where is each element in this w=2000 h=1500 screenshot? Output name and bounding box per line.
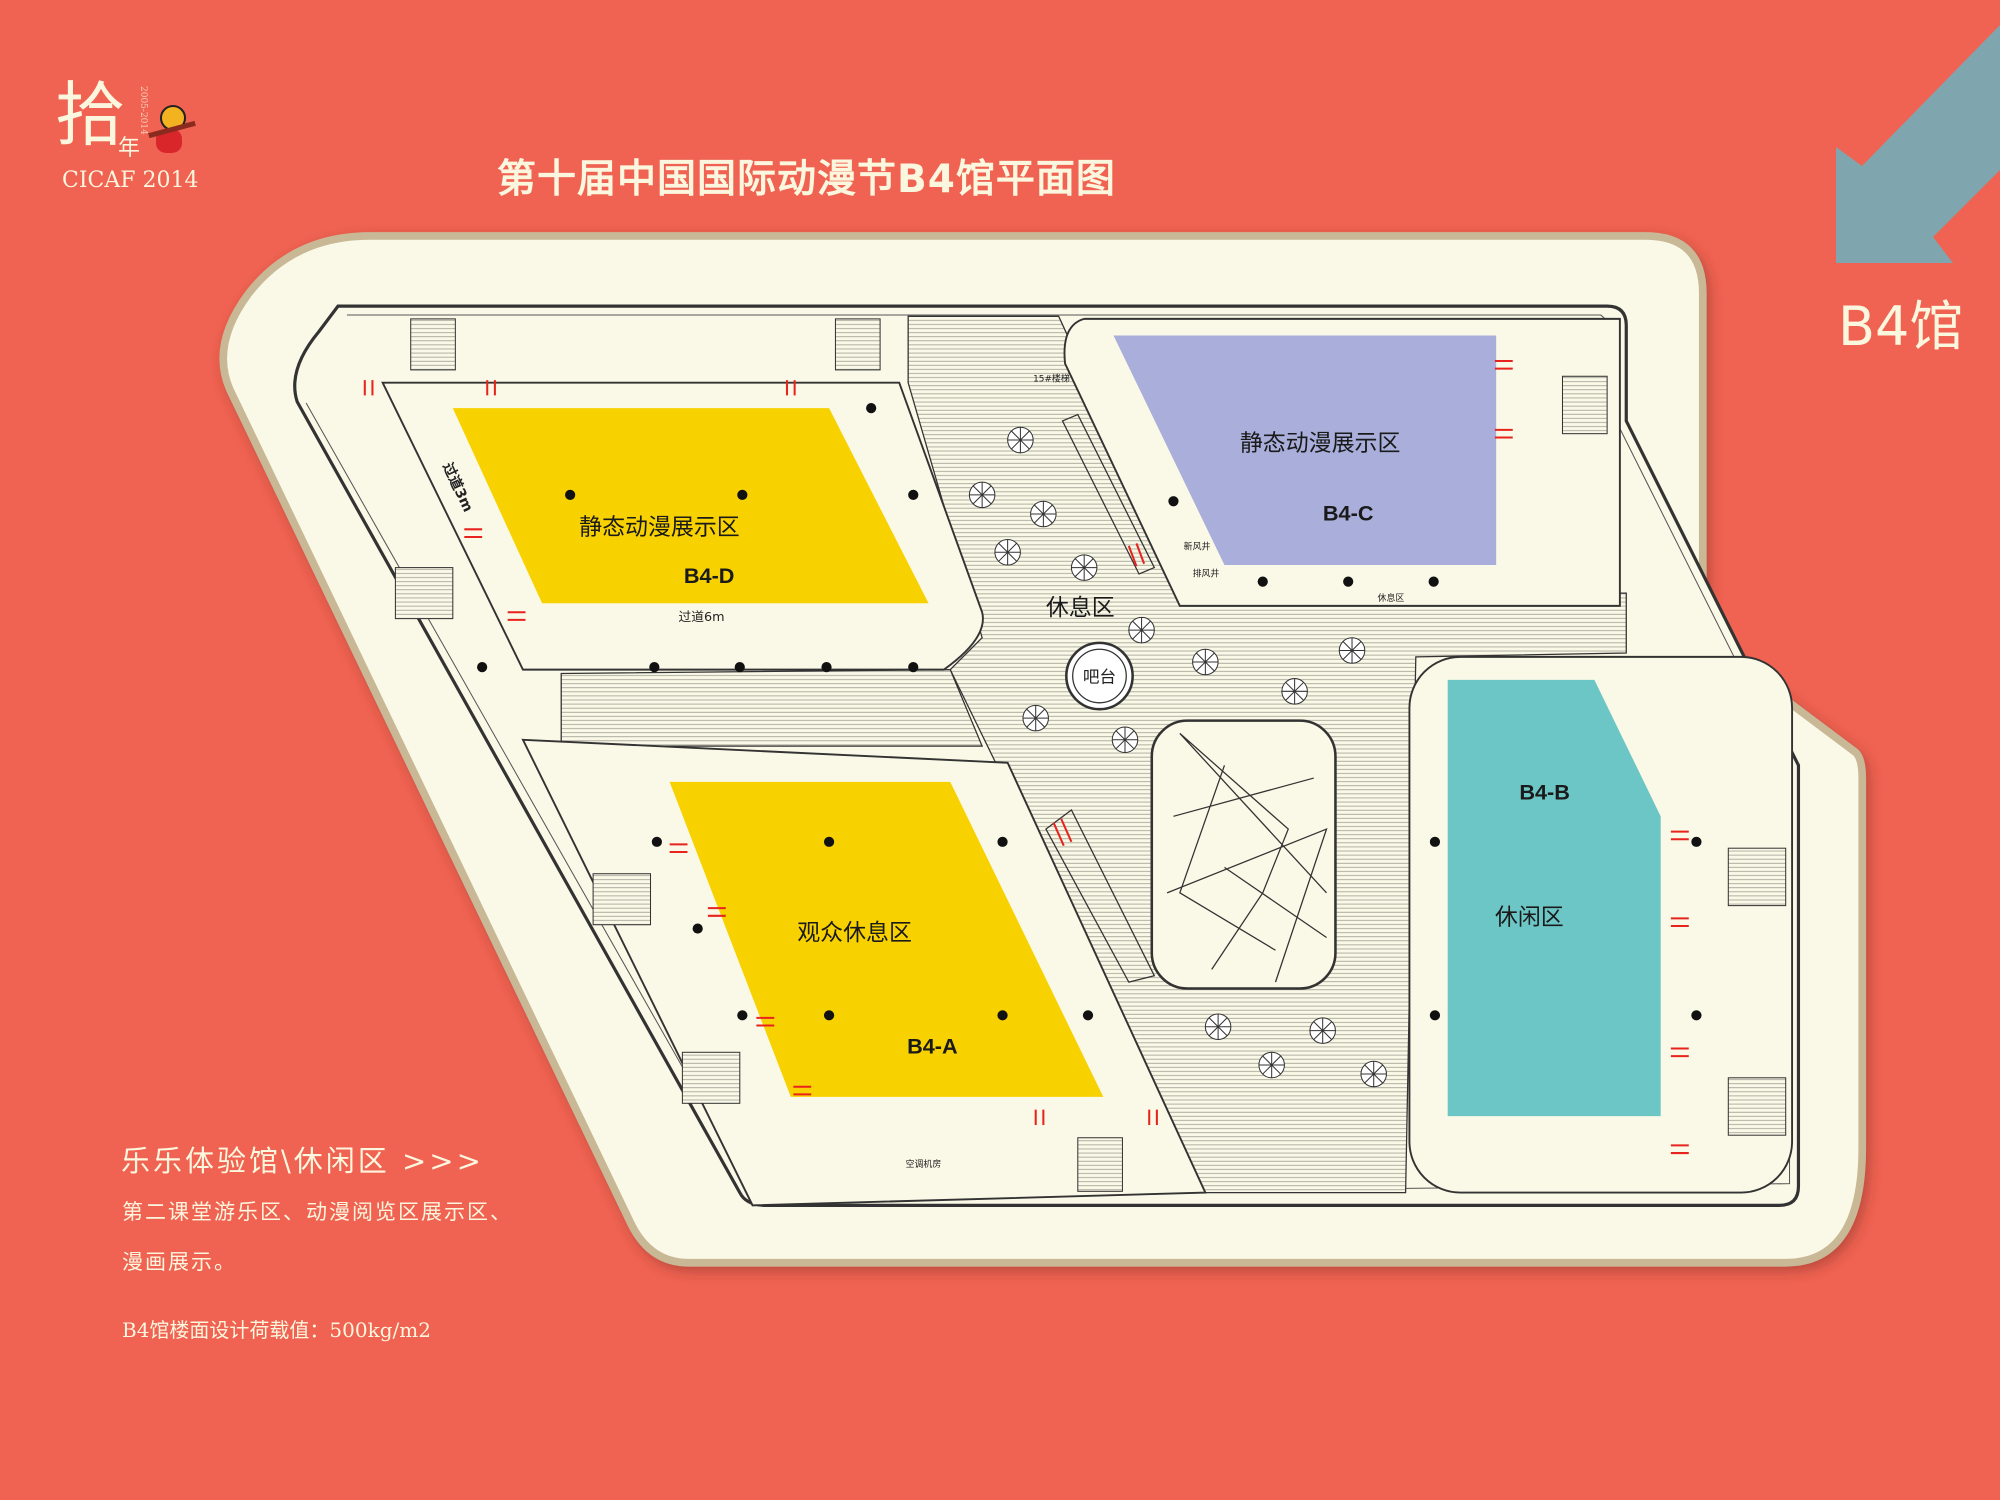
small-rest-label: 休息区 xyxy=(1378,592,1405,604)
tree-spoke xyxy=(1132,620,1151,640)
zone-c-name: 静态动漫展示区 xyxy=(1240,430,1401,456)
hall-label: B4馆 xyxy=(1838,295,1964,358)
tree-spoke xyxy=(1285,681,1305,701)
info-heading: 乐乐体验馆\休闲区 >>> xyxy=(121,1144,484,1178)
tree-spoke xyxy=(1195,652,1215,672)
logo-years: 2005-2014 xyxy=(138,86,148,135)
stairwell xyxy=(394,318,1787,1192)
corridor-floor xyxy=(560,668,984,747)
ac-room-label: 空调机房 xyxy=(906,1158,942,1170)
zone-d-code: B4-D xyxy=(684,563,735,588)
logo-brand: CICAF 2014 xyxy=(62,168,199,193)
bar-counter[interactable] xyxy=(1065,641,1134,711)
info-line-1: 第二课堂游乐区、动漫阅览区展示区、 xyxy=(122,1200,513,1224)
tree-spoke xyxy=(1313,1021,1333,1040)
tree-spoke xyxy=(1011,430,1030,450)
info-line-2: 漫画展示。 xyxy=(122,1250,237,1274)
zone-c-code: B4-C xyxy=(1323,500,1374,525)
tree-spoke xyxy=(1115,730,1135,750)
page-title: 第十届中国国际动漫节B4馆平面图 xyxy=(497,157,1116,202)
tree-spoke xyxy=(1033,504,1053,524)
tree-spoke xyxy=(1262,1055,1282,1075)
zone-a-name: 观众休息区 xyxy=(797,920,912,946)
zone-b-code: B4-B xyxy=(1519,780,1570,805)
flow-arrows-icon xyxy=(363,359,1689,1155)
zone-a-code: B4-A xyxy=(907,1034,958,1059)
zone-b-name: 休闲区 xyxy=(1495,905,1564,931)
logo-character: 拾 xyxy=(55,74,125,156)
zone-b4-c[interactable] xyxy=(1113,335,1497,566)
rest-area-label: 休息区 xyxy=(1046,595,1115,621)
corridor-6m-label: 过道6m xyxy=(679,610,725,625)
stair-15-label: 15#楼梯 xyxy=(1033,372,1070,384)
tree-icons xyxy=(968,426,1387,1088)
exhaust-shaft-label: 排风井 xyxy=(1193,568,1220,580)
tree-spoke xyxy=(972,485,992,505)
tree-spoke xyxy=(1074,558,1094,577)
floor-load-note: B4馆楼面设计荷载值：500kg/m2 xyxy=(122,1318,431,1342)
tree-spoke xyxy=(1026,708,1046,728)
tree-spoke xyxy=(1208,1017,1228,1037)
zone-b4-a[interactable] xyxy=(669,781,1104,1097)
atrium-void xyxy=(1150,719,1337,990)
tree-spoke xyxy=(1364,1064,1384,1084)
zone-b4-d[interactable] xyxy=(452,408,929,604)
bar-label: 吧台 xyxy=(1083,667,1116,686)
direction-arrow-icon xyxy=(1836,25,2000,263)
escalator xyxy=(1045,413,1156,983)
structural-columns xyxy=(477,403,1702,1021)
logo-nian: 年 xyxy=(118,136,141,161)
fresh-air-shaft-label: 新风井 xyxy=(1184,541,1211,553)
zone-b4-b[interactable] xyxy=(1447,679,1661,1117)
zone-d-name: 静态动漫展示区 xyxy=(579,514,740,540)
mascot-icon xyxy=(148,105,198,160)
tree-spoke xyxy=(998,542,1018,562)
tree-spoke xyxy=(1342,641,1362,660)
